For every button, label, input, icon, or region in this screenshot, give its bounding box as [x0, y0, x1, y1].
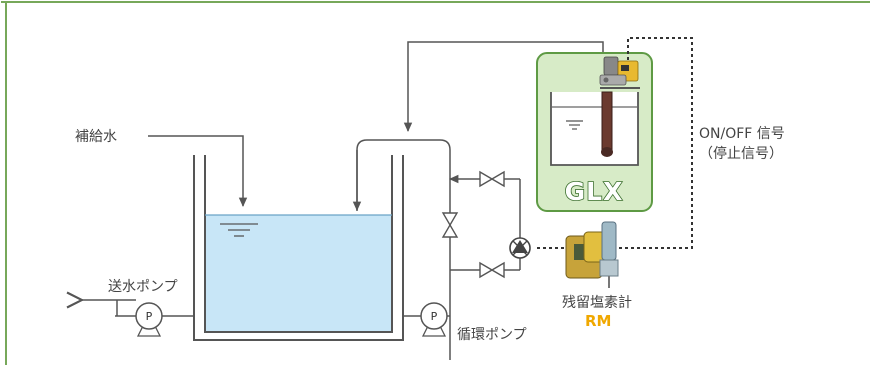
- tank-water: [205, 215, 392, 332]
- pump-icon: P: [135, 302, 163, 337]
- pump-icon: P: [420, 302, 448, 337]
- water-level-icon: [220, 223, 258, 237]
- signal-line: [537, 37, 693, 249]
- signal-label-line2: （停止信号）: [699, 145, 783, 162]
- metering-pump-icon: [599, 56, 639, 86]
- glx-label: GLX: [565, 177, 624, 206]
- branch-pipes: [448, 174, 521, 271]
- valve-icon: [441, 212, 459, 238]
- glx-panel: GLX: [536, 52, 653, 212]
- makeup-water-line: [148, 135, 248, 208]
- pump-symbol-label: P: [431, 310, 438, 323]
- valve-icon: [479, 261, 505, 279]
- pump-symbol-label: P: [146, 310, 153, 323]
- transfer-pump-label: 送水ポンプ: [108, 279, 178, 295]
- signal-label-line1: ON/OFF 信号: [699, 126, 785, 142]
- tank: [193, 155, 404, 341]
- three-way-valve-icon: [509, 237, 531, 259]
- chlorine-meter-label: 残留塩素計: [562, 295, 632, 311]
- makeup-water-label: 補給水: [75, 129, 117, 145]
- chlorine-meter-icon: [565, 221, 619, 288]
- dosing-tube: [601, 91, 613, 151]
- transfer-pipe: [82, 300, 194, 317]
- rm-label: RM: [585, 312, 611, 330]
- valve-icon: [479, 170, 505, 188]
- circulation-pump-label: 循環ポンプ: [457, 327, 527, 343]
